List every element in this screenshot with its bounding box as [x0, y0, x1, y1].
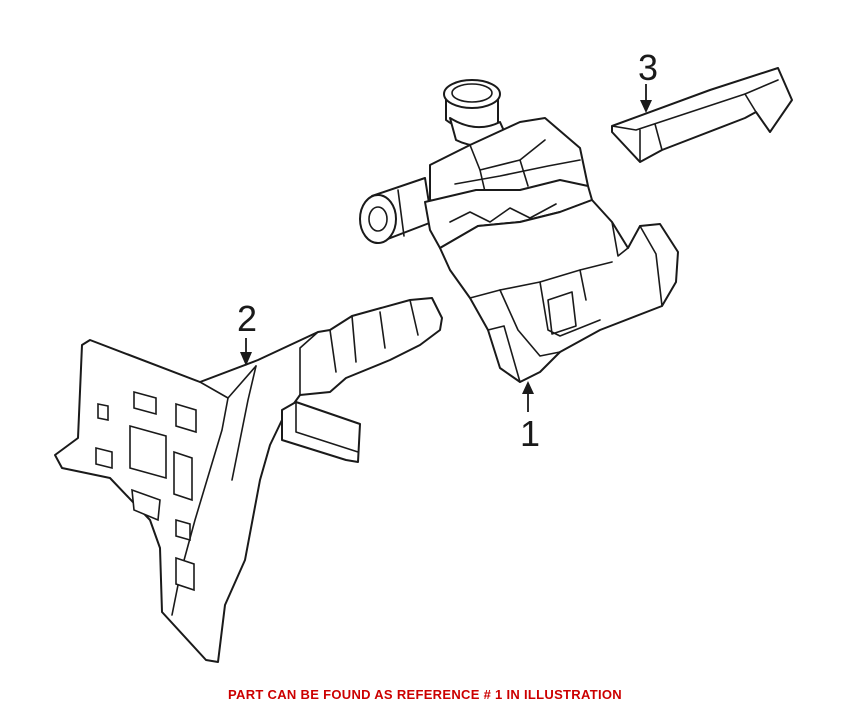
- mounting-bracket: [54, 297, 443, 663]
- callout-3-label: 3: [638, 47, 658, 88]
- water-pump: [359, 79, 679, 383]
- reference-note: PART CAN BE FOUND AS REFERENCE # 1 IN IL…: [228, 687, 622, 702]
- pump-clip: [611, 67, 793, 163]
- callout-1: 1: [520, 381, 540, 454]
- callout-3: 3: [638, 47, 658, 113]
- callout-2-label: 2: [237, 298, 257, 339]
- callout-1-label: 1: [520, 413, 540, 454]
- callout-2: 2: [237, 298, 257, 366]
